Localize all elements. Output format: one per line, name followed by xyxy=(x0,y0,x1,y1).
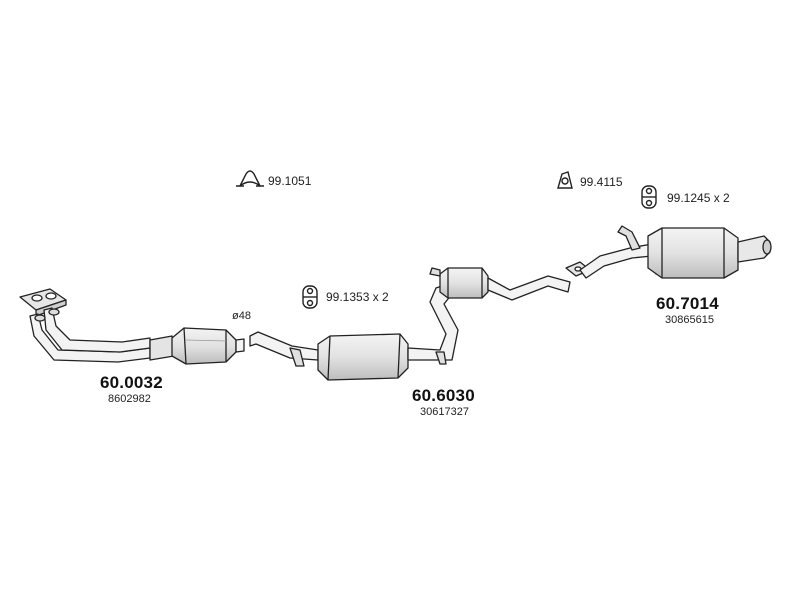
part-number-middle-section: 60.6030 xyxy=(412,386,475,405)
catalytic-converter xyxy=(171,327,237,365)
accessory-code-rubber-mount-rear: 99.1245 x 2 xyxy=(667,191,730,205)
front-pipe-with-catalyst xyxy=(19,288,245,365)
rear-silencer-assembly xyxy=(565,225,772,279)
middle-rear-silencer xyxy=(429,267,489,299)
front-pipe-joint xyxy=(149,335,175,361)
accessory-code-rubber-mount-middle: 99.1353 x 2 xyxy=(326,290,389,304)
rubber-mount-icon xyxy=(641,185,657,209)
inlet-bracket xyxy=(289,347,305,367)
accessory-code-clamp: 99.1051 xyxy=(268,174,312,188)
front-silencer xyxy=(317,333,409,381)
middle-outlet-pipe xyxy=(487,275,571,301)
part-number-rear-silencer: 60.7014 xyxy=(656,294,719,313)
part-number-front-pipe: 60.0032 xyxy=(100,373,163,392)
middle-section-with-silencers xyxy=(249,267,571,381)
rear-hanger xyxy=(617,225,641,251)
connecting-pipe-hanger xyxy=(435,351,447,365)
oem-number-front-pipe: 8602982 xyxy=(108,393,151,405)
rubber-mount-icon xyxy=(302,285,318,309)
twin-downpipes xyxy=(29,307,151,363)
tailpipe xyxy=(737,235,772,263)
middle-inlet-pipe xyxy=(249,331,319,361)
catalyst-outlet-pipe xyxy=(235,338,245,353)
clamp-icon xyxy=(236,170,264,187)
oem-number-rear-silencer: 30865615 xyxy=(665,314,714,326)
rear-silencer xyxy=(647,227,739,279)
oem-number-middle-section: 30617327 xyxy=(420,406,469,418)
hanger-icon xyxy=(557,171,573,189)
rear-inlet-pipe xyxy=(579,243,653,279)
pipe-diameter-label: ø48 xyxy=(232,310,251,322)
accessory-code-hanger: 99.4115 xyxy=(580,175,623,189)
